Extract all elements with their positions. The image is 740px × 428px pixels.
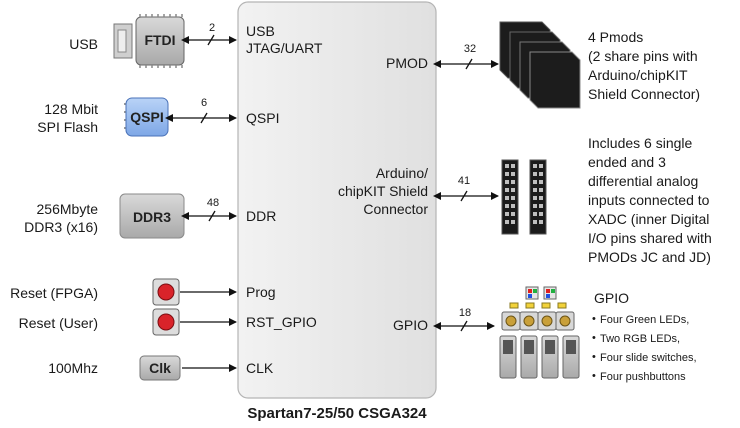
arduino-desc-line: PMODs JC and JD) <box>588 249 711 265</box>
pmod-desc-line: Shield Connector) <box>588 86 700 102</box>
pmod-desc-line: (2 share pins with <box>588 48 698 64</box>
ddr-label-1: 256Mbyte <box>37 201 99 217</box>
fpga-block <box>237 1 437 399</box>
pin-clk: CLK <box>246 360 274 376</box>
ddr-bus-width: 48 <box>207 197 219 209</box>
pin-qspi: QSPI <box>246 110 279 126</box>
ddr3-chip: DDR3 <box>119 193 185 239</box>
pmod-connectors-icon <box>499 21 581 109</box>
qspi-chip-label: QSPI <box>130 109 163 125</box>
slide-switch-icons <box>499 335 580 379</box>
pin-usb-1: USB <box>246 23 275 39</box>
gpio-desc-item: Two RGB LEDs, <box>600 333 680 345</box>
pin-gpio: GPIO <box>393 317 428 333</box>
pmod-description: 4 Pmods (2 share pins with Arduino/chipK… <box>588 29 700 102</box>
gpio-desc-item: Four slide switches, <box>600 352 697 364</box>
arduino-description: Includes 6 single ended and 3 differenti… <box>588 135 712 265</box>
qspi-bus-width: 6 <box>201 97 207 109</box>
fpga-title: Spartan7-25/50 CSGA324 <box>247 405 427 422</box>
green-led-icons <box>509 302 567 309</box>
reset-fpga-label: Reset (FPGA) <box>10 285 98 301</box>
pin-arduino-2: chipKIT Shield <box>338 183 428 199</box>
pin-arduino-1: Arduino/ <box>376 165 428 181</box>
bullet-icon: • <box>592 351 596 363</box>
reset-user-label: Reset (User) <box>19 315 98 331</box>
bullet-icon: • <box>592 370 596 382</box>
arduino-bus-width: 41 <box>458 175 470 187</box>
pushbutton-icons <box>501 311 575 331</box>
pmod-desc-line: Arduino/chipKIT <box>588 67 688 83</box>
pin-arduino-3: Connector <box>363 201 428 217</box>
bullet-icon: • <box>592 313 596 325</box>
gpio-description: GPIO • Four Green LEDs, • Two RGB LEDs, … <box>592 290 697 383</box>
gpio-desc-item: Four pushbuttons <box>600 371 686 383</box>
usb-label: USB <box>69 36 98 52</box>
clk-freq-label: 100Mhz <box>48 360 98 376</box>
gpio-desc-item: Four Green LEDs, <box>600 314 689 326</box>
pmod-bus-width: 32 <box>464 43 476 55</box>
ftdi-chip-label: FTDI <box>144 32 175 48</box>
pin-usb-2: JTAG/UART <box>246 40 323 56</box>
pin-pmod: PMOD <box>386 55 428 71</box>
usb-bus-width: 2 <box>209 22 215 34</box>
pin-prog: Prog <box>246 284 276 300</box>
rgb-led-icons <box>525 286 557 300</box>
arduino-desc-line: ended and 3 <box>588 154 666 170</box>
arduino-desc-line: differential analog <box>588 173 698 189</box>
reset-user-button-icon <box>152 308 180 336</box>
ftdi-chip: FTDI <box>135 14 185 68</box>
pin-ddr: DDR <box>246 208 276 224</box>
clk-chip-label: Clk <box>149 360 171 376</box>
arduino-desc-line: XADC (inner Digital <box>588 211 709 227</box>
ddr-label-2: DDR3 (x16) <box>24 219 98 235</box>
usb-connector-icon <box>113 23 133 59</box>
arduino-desc-line: I/O pins shared with <box>588 230 712 246</box>
arduino-desc-line: Includes 6 single <box>588 135 693 151</box>
ddr3-chip-label: DDR3 <box>133 209 171 225</box>
bullet-icon: • <box>592 332 596 344</box>
qspi-chip: QSPI <box>124 97 169 137</box>
pmod-desc-line: 4 Pmods <box>588 29 643 45</box>
arduino-header-icon <box>501 159 547 235</box>
clock-oscillator: Clk <box>139 355 181 381</box>
flash-label-1: 128 Mbit <box>44 101 98 117</box>
pin-rst-gpio: RST_GPIO <box>246 314 317 330</box>
reset-fpga-button-icon <box>152 278 180 306</box>
flash-label-2: SPI Flash <box>37 119 98 135</box>
gpio-bus-width: 18 <box>459 307 471 319</box>
gpio-desc-title: GPIO <box>594 290 629 306</box>
arduino-desc-line: inputs connected to <box>588 192 710 208</box>
